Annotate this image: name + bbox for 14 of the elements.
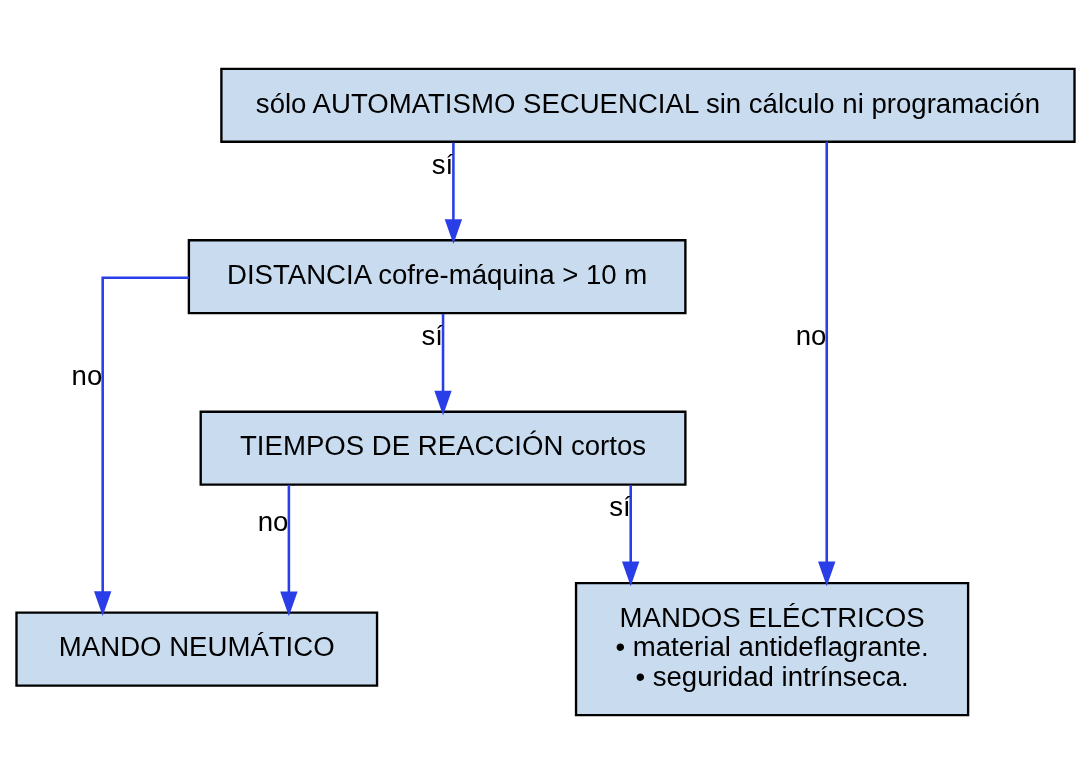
node-box: DISTANCIA cofre-máquina > 10 m (187, 238, 687, 314)
arrow (818, 141, 836, 586)
arrow (434, 313, 452, 415)
arrow (280, 484, 298, 616)
edge-label: no (795, 319, 827, 351)
edge-label: no (257, 505, 289, 537)
arrow (94, 275, 189, 616)
node-box: MANDO NEUMÁTICO (15, 611, 379, 687)
arrow (444, 142, 463, 244)
node-box: sólo AUTOMATISMO SECUENCIAL sin cálculo ni programación (220, 67, 1076, 143)
node-box: TIEMPOS DE REACCIÓN cortos (199, 410, 687, 486)
node-box: MANDOS ELÉCTRICOS • material antideflagrante. • seguridad intrínseca. (574, 581, 970, 716)
edge-label: no (71, 359, 103, 391)
arrow (622, 484, 640, 586)
